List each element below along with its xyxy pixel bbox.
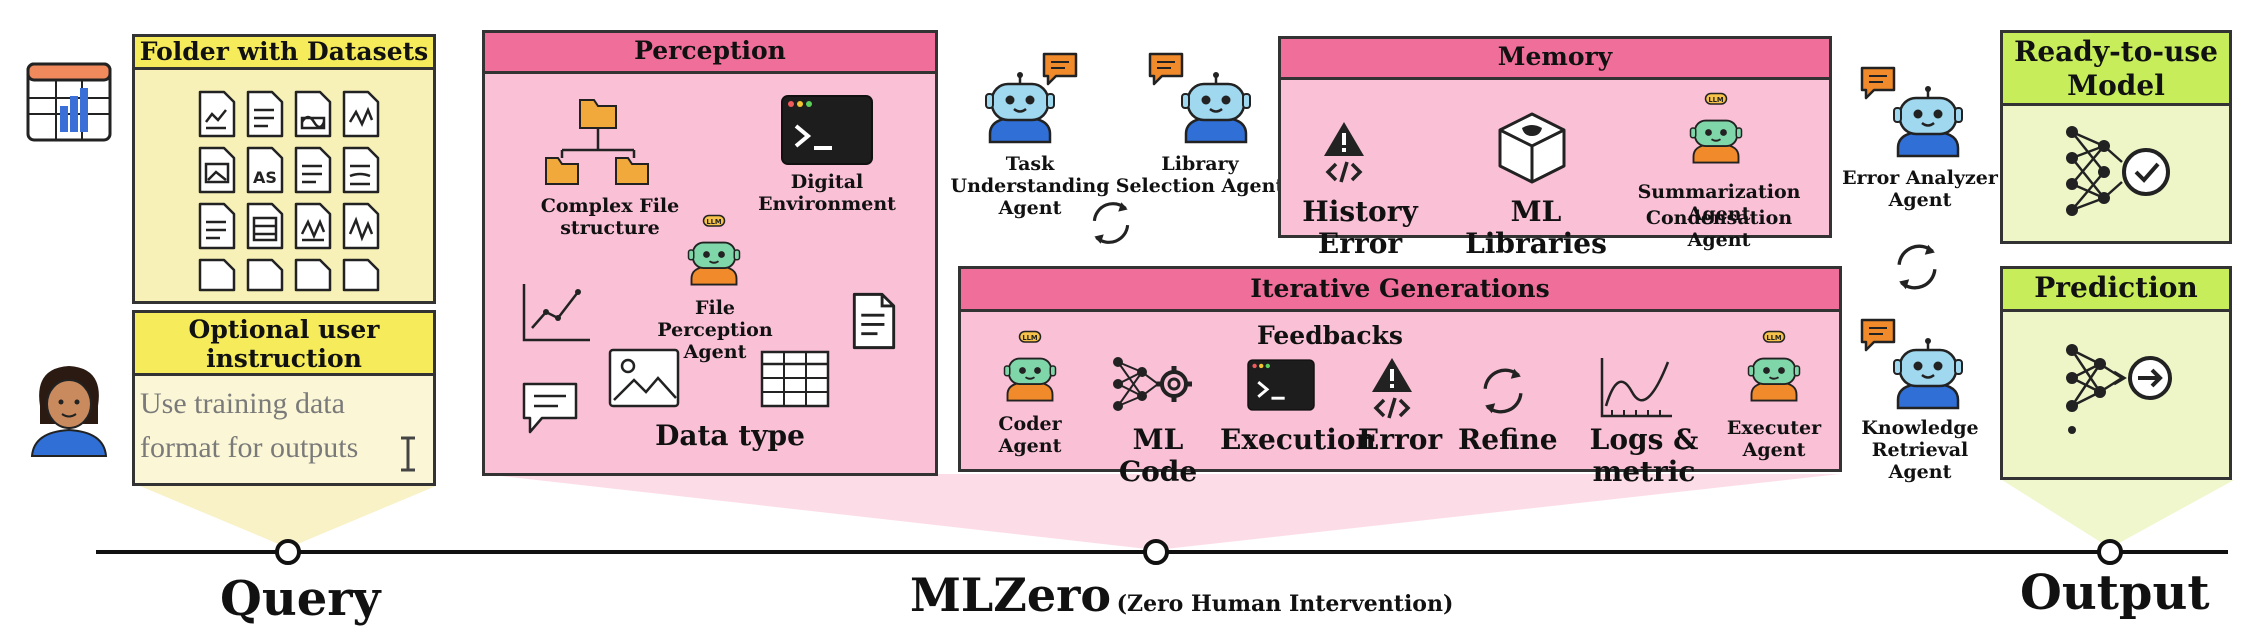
svg-text:LLM: LLM — [1708, 96, 1724, 104]
digital-env-label: Digital Environment — [758, 171, 896, 215]
condensation-agent-label: Condensation Agent — [1645, 207, 1793, 251]
line-chart-icon — [522, 284, 590, 342]
folder-title: Folder with Datasets — [132, 34, 436, 70]
file-perception-agent-label: File Perception Agent — [657, 297, 773, 363]
history-error-label: History Error — [1302, 195, 1418, 261]
complex-file-label: Complex File structure — [540, 195, 680, 239]
spreadsheet-icon — [26, 62, 112, 142]
prediction-network-icon — [2066, 344, 2172, 434]
model-check-icon — [2066, 126, 2170, 216]
coder-agent-label: Coder Agent — [998, 413, 1062, 457]
text-cursor-icon — [401, 436, 415, 472]
iterative-title: Iterative Generations — [958, 266, 1842, 312]
data-type-label: Data type — [655, 419, 805, 452]
feedbacks-label: Feedbacks — [1257, 321, 1403, 350]
python-package-icon — [1498, 112, 1566, 184]
summarization-agent-label: Summarization Agent — [1637, 181, 1801, 225]
perception-title: Perception — [482, 30, 938, 74]
refine-label: Refine — [1458, 423, 1558, 456]
dataset-files-icon: AS — [198, 90, 380, 292]
memory-title: Memory — [1278, 36, 1832, 80]
svg-text:LLM: LLM — [706, 218, 722, 226]
svg-text:LLM: LLM — [1766, 334, 1782, 342]
svg-text:AS: AS — [253, 168, 277, 187]
task-agent-label: Task Understanding Agent — [950, 153, 1110, 219]
table-icon — [760, 350, 830, 408]
mlzero-title: MLZero — [910, 568, 1112, 622]
image-icon — [608, 348, 680, 408]
folder-tree-icon — [545, 99, 649, 185]
ready-model-title: Ready-to-use Model — [2000, 30, 2232, 106]
summarization-agent-icon: LLM — [1689, 92, 1743, 164]
logs-metric-icon — [1600, 358, 1672, 418]
error-label: Error — [1357, 423, 1443, 456]
query-label: Query — [220, 571, 381, 627]
file-perception-agent-icon: LLM — [687, 214, 741, 286]
error-analyzer-label: Error Analyzer Agent — [1842, 167, 1998, 211]
user-avatar-icon — [30, 366, 108, 457]
ml-code-icon — [1113, 357, 1192, 411]
output-label: Output — [2020, 565, 2210, 621]
folder-panel — [132, 34, 436, 304]
executer-agent-icon: LLM — [1747, 330, 1801, 402]
prediction-title: Prediction — [2000, 266, 2232, 312]
instruction-input[interactable]: Use training data format for outputs — [140, 387, 359, 464]
logs-metric-label: Logs & metric — [1589, 423, 1699, 489]
executer-agent-label: Executer Agent — [1726, 417, 1822, 461]
ml-libraries-label: ML Libraries — [1465, 195, 1607, 261]
instruction-title: Optional user instruction — [132, 310, 436, 376]
mlzero-subtitle: (Zero Human Intervention) — [1116, 591, 1454, 617]
coder-agent-icon: LLM — [1003, 330, 1057, 402]
knowledge-agent-label: Knowledge Retrieval Agent — [1861, 417, 1979, 483]
library-agent-label: Library Selection Agent — [1115, 153, 1285, 197]
mlzero-label: MLZero (Zero Human Intervention) — [910, 568, 1470, 622]
chat-bubble-icon — [522, 382, 578, 434]
ml-code-label: ML Code — [1118, 423, 1198, 489]
svg-text:LLM: LLM — [1022, 334, 1038, 342]
